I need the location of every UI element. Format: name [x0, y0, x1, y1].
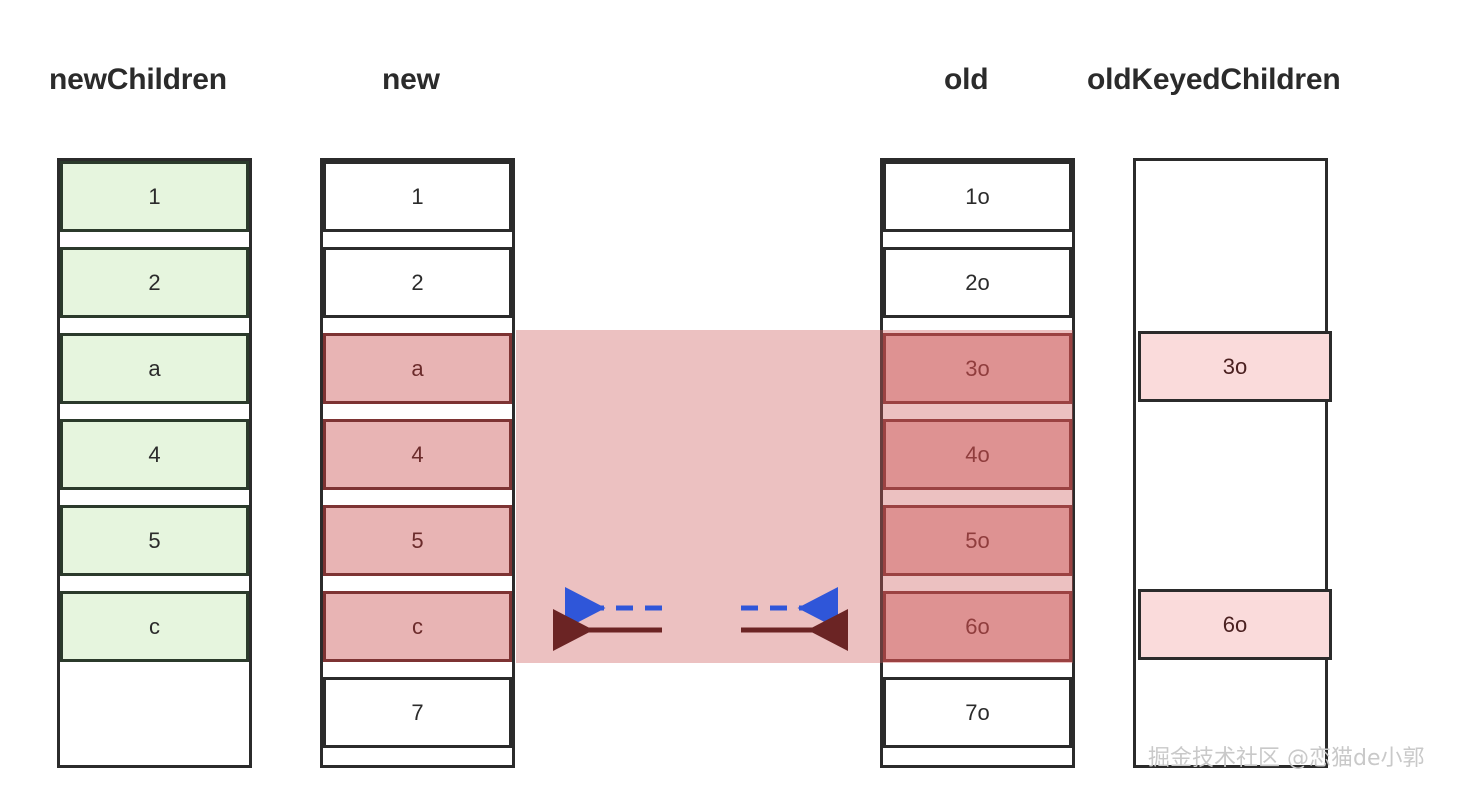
watermark-text: 掘金技术社区 @恋猫de小郭 [1148, 746, 1425, 771]
newchildren-cell-2[interactable]: a [60, 333, 249, 404]
old-cell-6[interactable]: 7o [883, 677, 1072, 748]
old-cell-2[interactable]: 3o [883, 333, 1072, 404]
newchildren-cell-4[interactable]: 5 [60, 505, 249, 576]
newchildren-cell-5[interactable]: c [60, 591, 249, 662]
oldkeyedchildren-cell-6o[interactable]: 6o [1138, 589, 1332, 660]
new-cell-3[interactable]: 4 [323, 419, 512, 490]
container-oldkeyedchildren [1133, 158, 1328, 768]
column-title-new: new [382, 63, 440, 96]
new-cell-1[interactable]: 2 [323, 247, 512, 318]
column-title-old: old [944, 63, 989, 96]
old-cell-3[interactable]: 4o [883, 419, 1072, 490]
old-cell-4[interactable]: 5o [883, 505, 1072, 576]
newchildren-cell-3[interactable]: 4 [60, 419, 249, 490]
new-cell-0[interactable]: 1 [323, 161, 512, 232]
old-cell-1[interactable]: 2o [883, 247, 1072, 318]
new-cell-5[interactable]: c [323, 591, 512, 662]
new-cell-4[interactable]: 5 [323, 505, 512, 576]
column-title-newchildren: newChildren [49, 63, 227, 96]
oldkeyedchildren-cell-3o[interactable]: 3o [1138, 331, 1332, 402]
newchildren-cell-1[interactable]: 2 [60, 247, 249, 318]
new-cell-2[interactable]: a [323, 333, 512, 404]
old-cell-5[interactable]: 6o [883, 591, 1072, 662]
new-cell-6[interactable]: 7 [323, 677, 512, 748]
newchildren-cell-0[interactable]: 1 [60, 161, 249, 232]
column-title-oldkeyedchildren: oldKeyedChildren [1087, 63, 1341, 96]
old-cell-0[interactable]: 1o [883, 161, 1072, 232]
